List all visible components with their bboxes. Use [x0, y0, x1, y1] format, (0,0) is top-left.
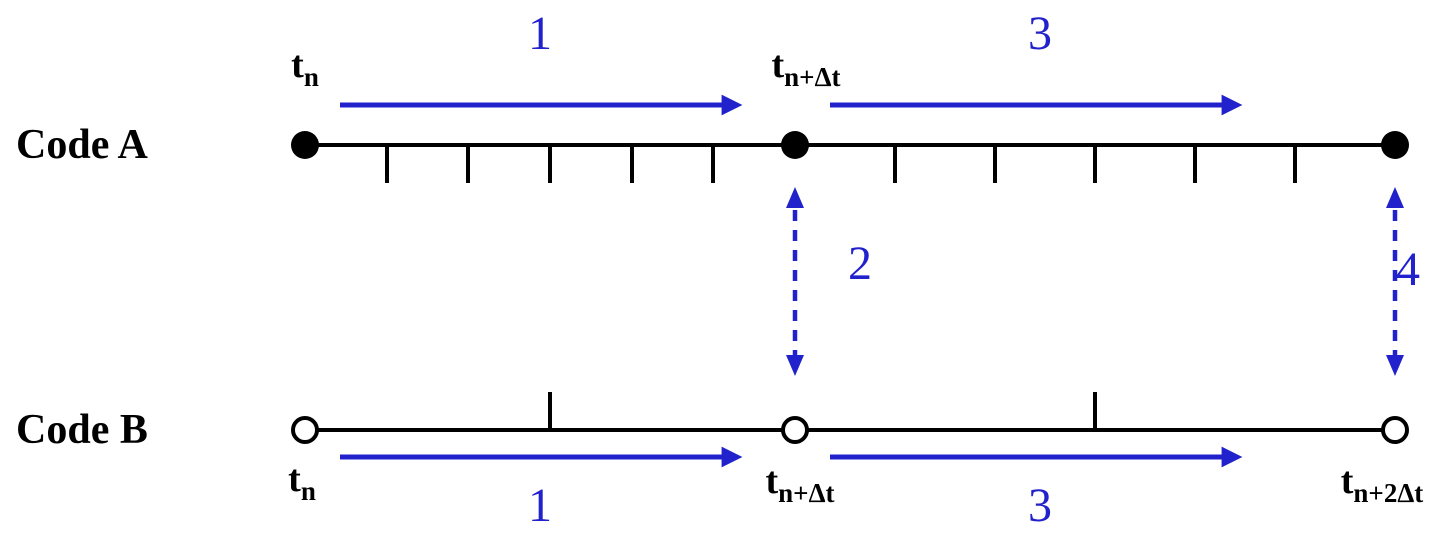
time-subscript: n: [303, 62, 319, 92]
time-base: t: [291, 44, 304, 86]
code-b-node-tn-plus-dt: [781, 416, 809, 444]
code-b-time-tn-plus-2dt: tn+2Δt: [1340, 460, 1423, 507]
time-subscript: n+Δt: [778, 478, 835, 508]
code-a-node-tn-plus-dt: [781, 131, 809, 159]
exchange-4-arrowhead-down: [1386, 355, 1404, 376]
code-a-time-tn-plus-dt: tn+Δt: [771, 44, 841, 91]
step-1-label-top: 1: [528, 7, 552, 60]
code-a-timeline: [291, 131, 1409, 183]
exchange-4-arrowhead-up: [1386, 187, 1404, 208]
time-subscript: n: [300, 476, 316, 506]
exchange-2-arrowhead-down: [786, 355, 804, 376]
code-a-node-tn: [291, 131, 319, 159]
code-b-node-tn: [291, 416, 319, 444]
step-1-label-bottom: 1: [528, 479, 552, 532]
exchange-2-arrowhead-up: [786, 187, 804, 208]
exchange-arrow-4: [1386, 187, 1404, 376]
code-b-label: Code B: [16, 407, 148, 453]
step-3-label-bottom: 3: [1028, 479, 1052, 532]
step-4-label: 4: [1396, 243, 1420, 296]
time-base: t: [771, 44, 785, 86]
code-a-label: Code A: [16, 122, 148, 168]
code-b-node-tn-plus-2dt: [1381, 416, 1409, 444]
exchange-arrow-2: [786, 187, 804, 376]
step-3-label-top: 3: [1028, 7, 1052, 60]
code-b-timeline: [291, 392, 1409, 444]
time-base: t: [765, 460, 779, 502]
code-a-time-tn: tn: [291, 44, 319, 91]
time-base: t: [288, 458, 301, 500]
code-b-time-tn-plus-dt: tn+Δt: [765, 460, 835, 507]
time-base: t: [1340, 460, 1354, 502]
time-subscript: n+2Δt: [1353, 478, 1424, 508]
code-b-time-tn: tn: [288, 458, 316, 505]
step-2-label: 2: [848, 237, 872, 290]
time-subscript: n+Δt: [784, 62, 841, 92]
code-a-node-tn-plus-2dt: [1381, 131, 1409, 159]
